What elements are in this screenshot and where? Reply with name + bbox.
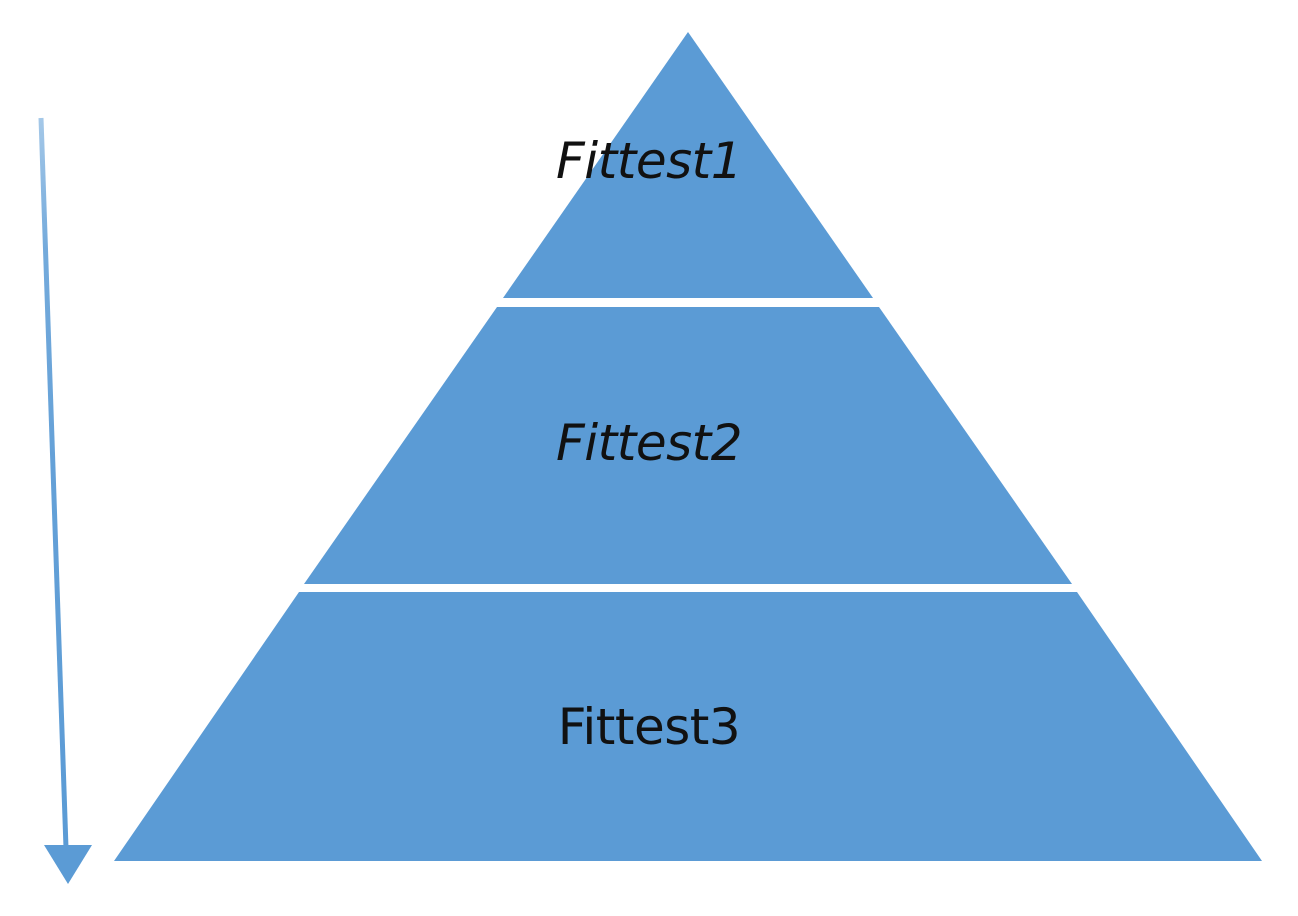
pyramid-tier-3-shape[interactable] bbox=[114, 592, 1262, 861]
tier-3-label-text: Fittest3 bbox=[557, 698, 741, 756]
pyramid-tier-2-shape[interactable] bbox=[304, 307, 1072, 584]
pyramid-tier-1-label: Fittest1 bbox=[0, 136, 1298, 186]
arrow-head-icon bbox=[44, 845, 92, 884]
tier-1-label-text: Fittest1 bbox=[555, 132, 743, 190]
pyramid-tier-3-label: Fittest3 bbox=[0, 702, 1298, 752]
tier-2-label-text: Fittest2 bbox=[555, 414, 743, 472]
pyramid-tier-1-shape[interactable] bbox=[503, 32, 873, 298]
arrow-shaft bbox=[38, 117, 69, 849]
ranking-arrow bbox=[38, 117, 92, 884]
pyramid-tier-2-label: Fittest2 bbox=[0, 418, 1298, 468]
